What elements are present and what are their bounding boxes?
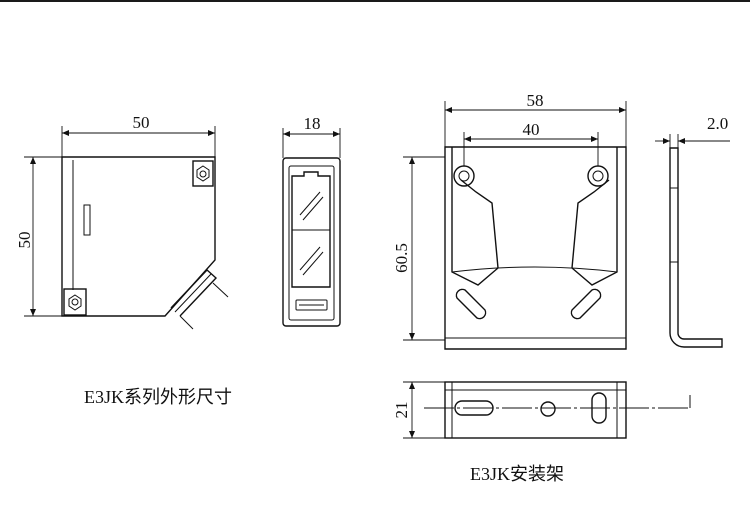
right-slot — [570, 288, 602, 320]
bottom-hex-nut-icon — [63, 288, 87, 316]
cable-gland — [170, 269, 229, 330]
sensor-height-dim: 50 — [15, 232, 34, 249]
left-slot — [455, 288, 487, 320]
sensor-front-view — [24, 126, 229, 330]
bottom-left-slot — [454, 400, 494, 416]
bracket-caption: E3JK安装架 — [470, 464, 564, 484]
bracket-thickness-dim: 2.0 — [707, 114, 728, 133]
sensor-side-view — [282, 128, 341, 327]
bracket-height-dim: 60.5 — [392, 243, 411, 273]
indicator-slot — [83, 204, 91, 236]
bracket-front-view — [403, 101, 627, 350]
bracket-outline — [444, 146, 627, 350]
bottom-center-hole-icon — [540, 401, 556, 417]
lens-window — [291, 171, 331, 288]
bracket-bottom-height-dim: 21 — [392, 402, 411, 419]
sensor-side-width-dim: 18 — [304, 114, 321, 133]
sensor-body-outline — [61, 156, 216, 317]
sensor-caption: E3JK系列外形尺寸 — [84, 387, 232, 407]
bracket-hole-spacing-dim: 40 — [523, 120, 540, 139]
top-hex-nut-icon — [192, 160, 214, 187]
bottom-right-slot — [591, 392, 607, 424]
top-border — [0, 0, 750, 2]
bracket-bottom-view — [403, 381, 691, 439]
sensor-width-dim: 50 — [133, 113, 150, 132]
bracket-side-view — [655, 134, 730, 348]
bracket-width-dim: 58 — [527, 91, 544, 110]
right-mount-hole-icon — [587, 165, 609, 187]
